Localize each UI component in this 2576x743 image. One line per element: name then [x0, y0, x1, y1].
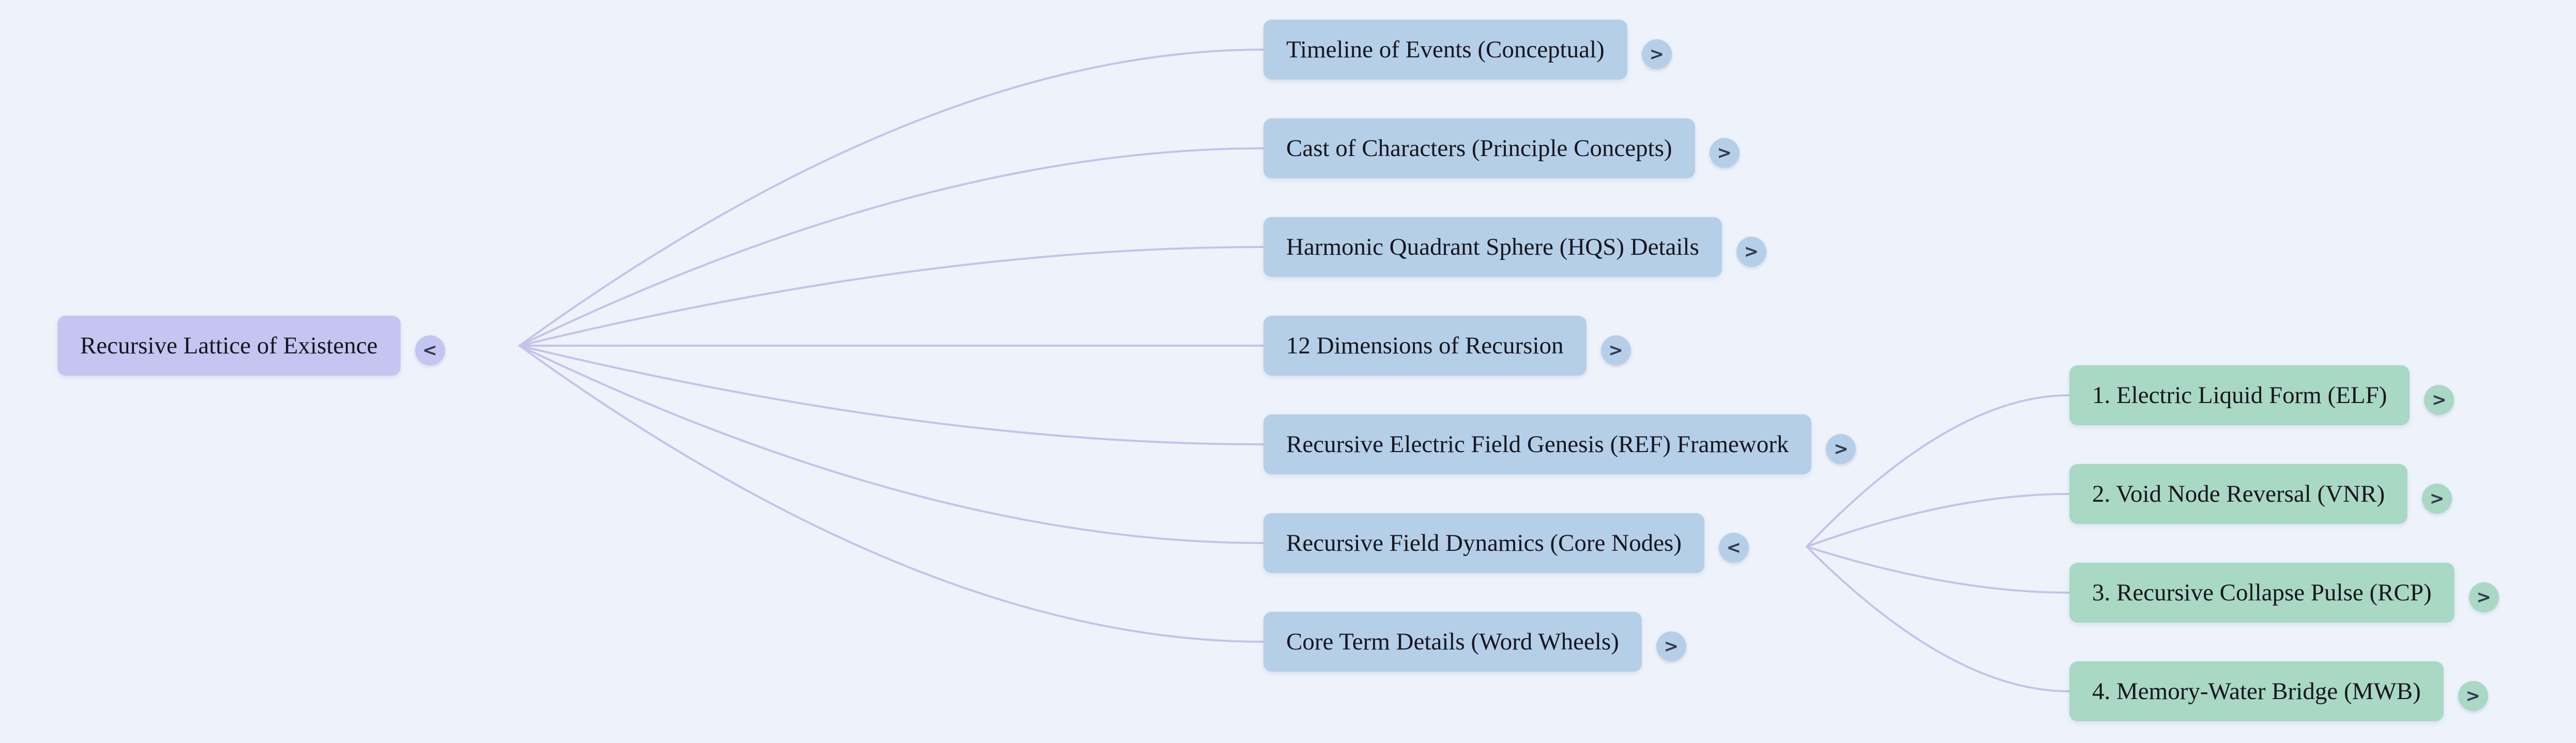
link-dynamics-mwb [1806, 546, 2070, 692]
node-timeline-of-events: Timeline of Events (Conceptual) > [1263, 20, 1672, 80]
node-void-node-reversal: 2. Void Node Reversal (VNR) > [2069, 464, 2452, 524]
node-label: 2. Void Node Reversal (VNR) [2092, 481, 2385, 507]
node-label: Recursive Lattice of Existence [80, 332, 378, 359]
node-cast-of-characters: Cast of Characters (Principle Concepts) … [1263, 118, 1740, 178]
expand-button[interactable]: > [1709, 138, 1740, 168]
link-root-ref [519, 345, 1264, 445]
node-box[interactable]: 3. Recursive Collapse Pulse (RCP) [2069, 563, 2455, 623]
node-label: Recursive Electric Field Genesis (REF) F… [1286, 431, 1789, 458]
link-root-field-dynamics [519, 345, 1264, 544]
node-box[interactable]: Timeline of Events (Conceptual) [1263, 20, 1627, 80]
link-dynamics-rcp [1806, 546, 2070, 594]
node-core-term-details: Core Term Details (Word Wheels) > [1263, 612, 1686, 672]
node-12-dimensions-of-recursion: 12 Dimensions of Recursion > [1263, 316, 1631, 376]
expand-button[interactable]: > [1656, 631, 1686, 661]
expand-button[interactable]: > [1641, 39, 1672, 69]
expand-button[interactable]: > [2458, 681, 2488, 711]
node-memory-water-bridge: 4. Memory-Water Bridge (MWB) > [2069, 661, 2488, 721]
node-label: 1. Electric Liquid Form (ELF) [2092, 382, 2387, 409]
link-root-core-terms [519, 345, 1264, 643]
node-box[interactable]: 4. Memory-Water Bridge (MWB) [2069, 661, 2444, 721]
node-box[interactable]: Recursive Lattice of Existence [57, 316, 401, 376]
link-dynamics-vnr [1806, 493, 2070, 548]
node-box[interactable]: Recursive Field Dynamics (Core Nodes) [1263, 513, 1704, 573]
collapse-button[interactable]: < [415, 335, 445, 365]
expand-button[interactable]: > [2468, 582, 2499, 612]
expand-button[interactable]: > [2422, 484, 2452, 514]
node-label: 3. Recursive Collapse Pulse (RCP) [2092, 579, 2432, 606]
node-box[interactable]: Recursive Electric Field Genesis (REF) F… [1263, 414, 1812, 474]
node-box[interactable]: Core Term Details (Word Wheels) [1263, 612, 1642, 672]
node-box[interactable]: 12 Dimensions of Recursion [1263, 316, 1587, 376]
node-label: Timeline of Events (Conceptual) [1286, 36, 1605, 63]
node-box[interactable]: 1. Electric Liquid Form (ELF) [2069, 365, 2410, 425]
node-label: Cast of Characters (Principle Concepts) [1286, 135, 1672, 162]
link-root-cast [519, 147, 1264, 347]
node-harmonic-quadrant-sphere: Harmonic Quadrant Sphere (HQS) Details > [1263, 217, 1766, 277]
node-recursive-collapse-pulse: 3. Recursive Collapse Pulse (RCP) > [2069, 563, 2499, 623]
link-root-hqs [519, 246, 1264, 347]
expand-button[interactable]: > [2424, 385, 2455, 415]
node-label: Core Term Details (Word Wheels) [1286, 628, 1619, 655]
node-box[interactable]: Cast of Characters (Principle Concepts) [1263, 118, 1695, 178]
node-label: Harmonic Quadrant Sphere (HQS) Details [1286, 234, 1699, 260]
node-label: 12 Dimensions of Recursion [1286, 332, 1564, 359]
link-dynamics-elf [1806, 394, 2070, 548]
node-box[interactable]: 2. Void Node Reversal (VNR) [2069, 464, 2408, 524]
expand-button[interactable]: > [1601, 335, 1631, 365]
link-root-timeline [519, 49, 1264, 347]
expand-button[interactable]: > [1736, 237, 1766, 267]
node-electric-liquid-form: 1. Electric Liquid Form (ELF) > [2069, 365, 2455, 425]
node-label: Recursive Field Dynamics (Core Nodes) [1286, 530, 1682, 556]
expand-button[interactable]: > [1826, 434, 1856, 464]
node-label: 4. Memory-Water Bridge (MWB) [2092, 678, 2421, 705]
node-box[interactable]: Harmonic Quadrant Sphere (HQS) Details [1263, 217, 1722, 277]
node-ref-framework: Recursive Electric Field Genesis (REF) F… [1263, 414, 1856, 474]
node-recursive-lattice: Recursive Lattice of Existence < [57, 316, 445, 376]
collapse-button[interactable]: < [1718, 533, 1749, 563]
node-recursive-field-dynamics: Recursive Field Dynamics (Core Nodes) < [1263, 513, 1749, 573]
